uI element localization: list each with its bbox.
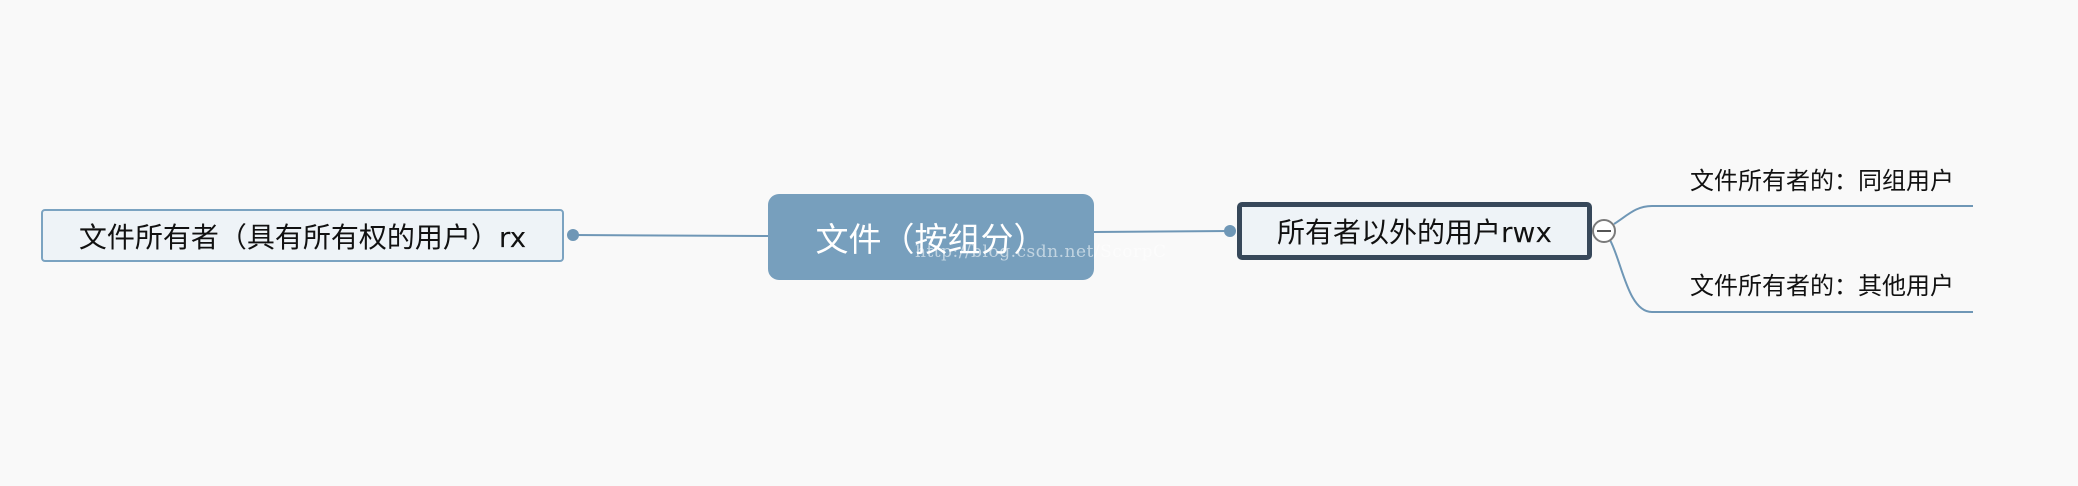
central-topic-node[interactable]: 文件（按组分） (768, 194, 1094, 280)
connector-dot-right (1224, 225, 1236, 237)
left-branch-label: 文件所有者（具有所有权的用户）rx (78, 220, 527, 254)
connector-child-2 (1609, 239, 1973, 313)
central-topic-label: 文件（按组分） (815, 220, 1047, 259)
subtopic-other-users[interactable]: 文件所有者的：其他用户 (1690, 272, 1954, 300)
right-branch-label: 所有者以外的用户rwx (1277, 216, 1552, 249)
subtopic-same-group[interactable]: 文件所有者的：同组用户 (1690, 167, 1954, 195)
left-branch-node[interactable]: 文件所有者（具有所有权的用户）rx (41, 209, 564, 262)
collapse-toggle-icon[interactable] (1592, 219, 1616, 243)
watermark: http://blog.csdn.net/ScorpC (915, 242, 1167, 262)
right-branch-node-selected[interactable]: 所有者以外的用户rwx (1237, 202, 1592, 260)
connector-dot-left (567, 229, 579, 241)
connector-child-1 (1613, 205, 1973, 225)
connector-center-right (1093, 230, 1231, 233)
connector-center-left (572, 234, 769, 237)
